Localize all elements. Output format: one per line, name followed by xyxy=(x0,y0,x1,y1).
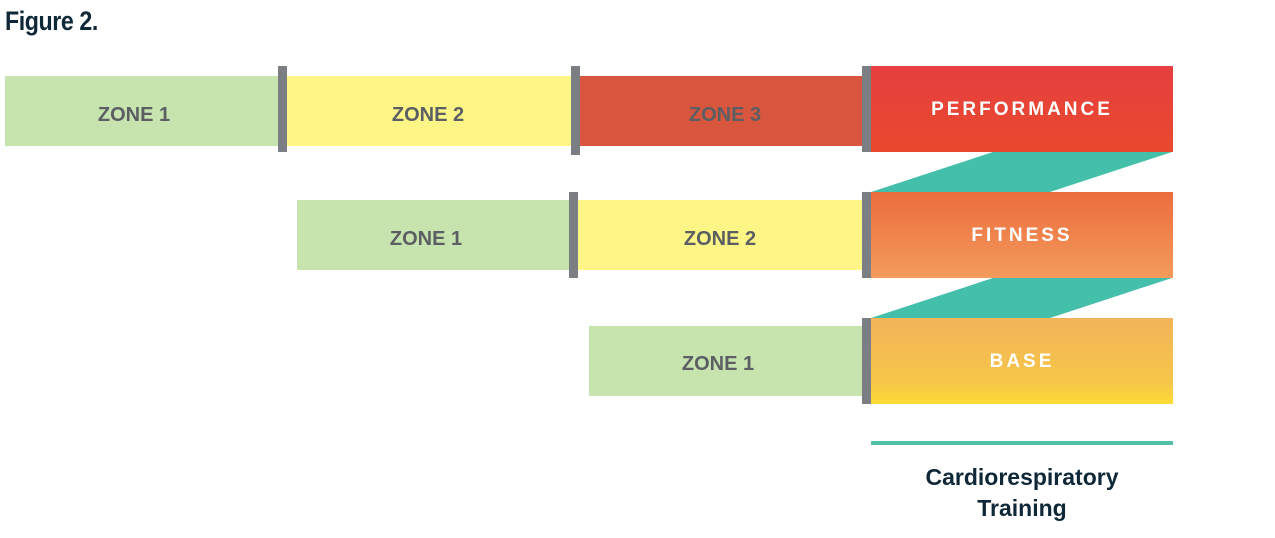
row2-zone1-label: ZONE 1 xyxy=(390,228,462,250)
row1-zone1-bar xyxy=(5,76,283,146)
row1-zone2-label: ZONE 2 xyxy=(392,104,464,126)
figure-title: Figure 2. xyxy=(5,6,98,36)
row3-divider-1 xyxy=(862,318,871,404)
caption-line-1: Cardiorespiratory xyxy=(925,464,1119,490)
row2-zone1-bar xyxy=(297,200,574,270)
cardiorespiratory-caption: Cardiorespiratory Training xyxy=(872,462,1172,524)
row1-divider-2 xyxy=(571,66,580,155)
row2-zone2-label: ZONE 2 xyxy=(684,228,756,250)
performance-block xyxy=(871,66,1173,152)
row1-zone1-label: ZONE 1 xyxy=(98,104,170,126)
row3-zone1-bar xyxy=(589,326,866,396)
row1-zone3-label: ZONE 3 xyxy=(689,104,761,126)
performance-label: PERFORMANCE xyxy=(931,99,1113,120)
row1-divider-1 xyxy=(278,66,287,152)
fitness-label: FITNESS xyxy=(971,225,1072,246)
row1-divider-3 xyxy=(862,66,871,152)
connector-fitness-base xyxy=(871,278,1172,318)
base-block xyxy=(871,318,1173,404)
caption-rule xyxy=(871,441,1173,445)
caption-line-2: Training xyxy=(977,495,1067,521)
connector-performance-fitness xyxy=(871,152,1172,192)
base-label: BASE xyxy=(990,351,1055,372)
row2-zone2-bar xyxy=(574,200,866,270)
row2-divider-1 xyxy=(569,192,578,278)
row3-zone1-label: ZONE 1 xyxy=(682,353,754,375)
row1-zone2-bar xyxy=(283,76,575,146)
row2-divider-2 xyxy=(862,192,871,278)
fitness-block xyxy=(871,192,1173,278)
row1-zone3-bar xyxy=(575,76,866,146)
